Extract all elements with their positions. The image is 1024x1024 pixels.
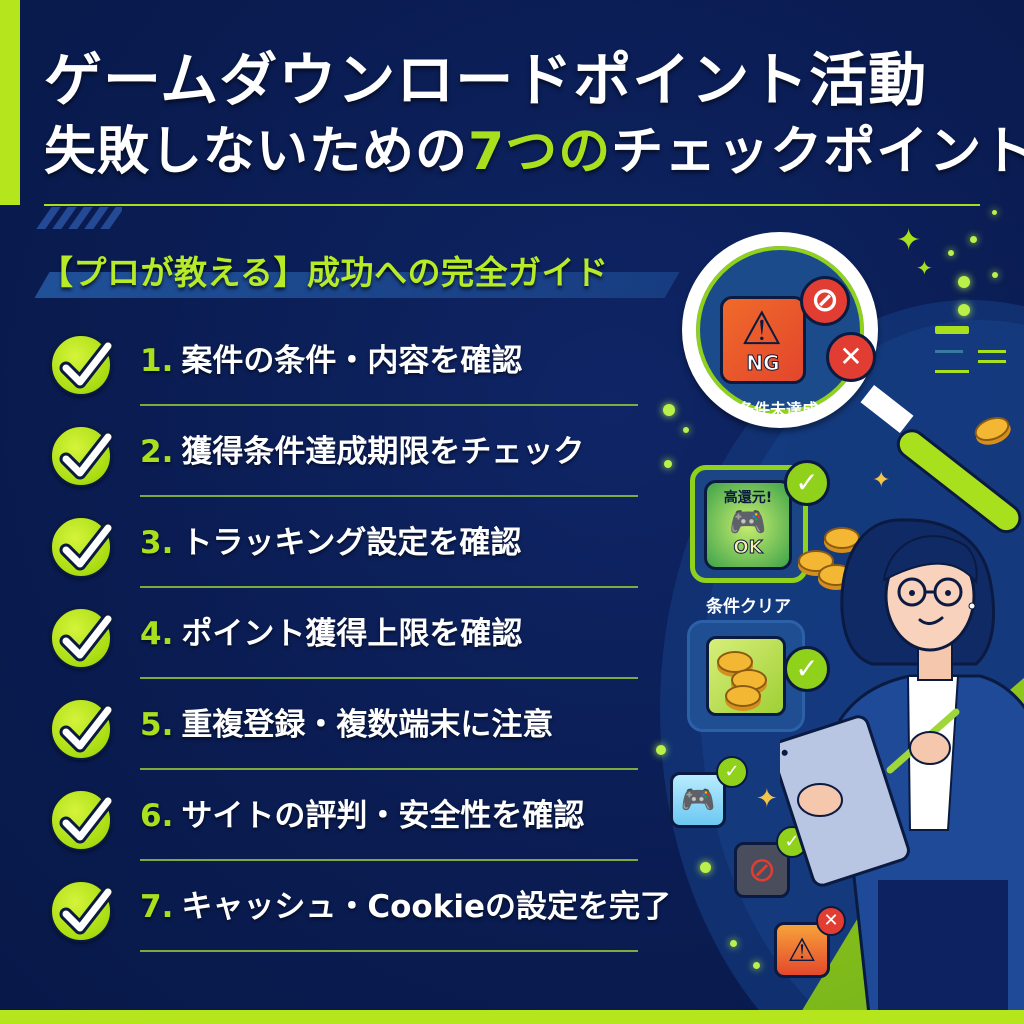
gamepad-app-icon: 🎮 xyxy=(670,772,726,828)
item-divider xyxy=(140,950,638,952)
item-number: 1. xyxy=(140,343,174,379)
item-label: ポイント獲得上限を確認 xyxy=(181,616,523,652)
checklist-item-4: 4.ポイント獲得上限を確認 xyxy=(48,601,648,692)
sparkle-icon: ✦ xyxy=(872,468,891,493)
checklist-item-5: 5.重複登録・複数端末に注意 xyxy=(48,692,648,783)
glow-dot xyxy=(992,272,998,278)
sparkle-icon: ✦ xyxy=(896,223,922,258)
item-divider xyxy=(140,495,638,497)
item-number: 3. xyxy=(140,525,174,561)
bottom-accent-bar xyxy=(0,1010,1024,1024)
title-highlight: 7つの xyxy=(468,122,612,182)
cross-icon: ✕ xyxy=(826,332,876,382)
item-divider xyxy=(140,404,638,406)
businesswoman-illustration xyxy=(780,518,1024,1024)
checklist-item-7: 7.キャッシュ・Cookieの設定を完了 xyxy=(48,874,671,965)
title-line-2: 失敗しないための7つのチェックポイント xyxy=(44,118,1024,186)
glow-dot xyxy=(753,962,760,969)
item-label: 重複登録・複数端末に注意 xyxy=(181,707,554,743)
left-accent-bar xyxy=(0,0,20,205)
prohibited-icon: ⊘ xyxy=(800,276,850,326)
warning-icon: ⚠ xyxy=(741,301,783,355)
glow-dot xyxy=(663,404,675,416)
warning-app-icon: ⚠ xyxy=(774,922,830,978)
page-title: ゲームダウンロードポイント活動 失敗しないための7つのチェックポイント xyxy=(44,46,1024,186)
item-number: 7. xyxy=(140,889,174,925)
glow-dot xyxy=(958,304,970,316)
item-label: キャッシュ・Cookieの設定を完了 xyxy=(181,889,671,925)
game-ok-card: 高還元! 🎮 OK xyxy=(704,480,792,570)
title-line-2-suffix: チェックポイント xyxy=(611,122,1024,182)
glow-dot xyxy=(948,250,954,256)
item-label: サイトの評判・安全性を確認 xyxy=(181,798,585,834)
item-divider xyxy=(140,586,638,588)
glow-dot xyxy=(664,460,672,468)
title-line-1: ゲームダウンロードポイント活動 xyxy=(44,46,928,114)
item-divider xyxy=(140,859,638,861)
check-circle-icon xyxy=(50,880,114,942)
check-badge-icon: ✓ xyxy=(784,460,830,506)
check-badge-icon: ✓ xyxy=(784,646,830,692)
game-card-top-label: 高還元! xyxy=(723,490,773,506)
item-number: 4. xyxy=(140,616,174,652)
decorative-stripes xyxy=(36,207,122,229)
check-circle-icon xyxy=(50,607,114,669)
decor-line xyxy=(935,326,969,334)
check-circle-icon xyxy=(50,789,114,851)
check-circle-icon xyxy=(50,698,114,760)
decor-line xyxy=(935,370,969,373)
glow-dot xyxy=(970,236,977,243)
checklist-item-2: 2.獲得条件達成期限をチェック xyxy=(48,419,648,510)
item-label: 獲得条件達成期限をチェック xyxy=(181,434,585,470)
title-line-2-prefix: 失敗しないための xyxy=(44,122,469,182)
sparkle-icon: ✦ xyxy=(756,784,778,814)
decor-line xyxy=(978,360,1006,363)
item-number: 2. xyxy=(140,434,174,470)
magnifier-caption: 条件未達成 xyxy=(738,400,819,419)
checklist: 1.案件の条件・内容を確認 2.獲得条件達成期限をチェック 3.トラッキング設定… xyxy=(48,328,671,965)
coin-icon xyxy=(824,527,860,549)
glow-dot xyxy=(656,745,666,755)
check-circle-icon xyxy=(50,516,114,578)
check-circle-icon xyxy=(50,334,114,396)
title-divider xyxy=(44,204,980,206)
check-badge-icon: ✓ xyxy=(716,756,748,788)
glow-dot xyxy=(730,940,737,947)
item-label: 案件の条件・内容を確認 xyxy=(181,343,523,379)
cross-badge-icon: ✕ xyxy=(816,906,846,936)
game-card-caption: 条件クリア xyxy=(706,597,791,617)
sparkle-icon: ✦ xyxy=(916,256,933,280)
decor-line xyxy=(935,350,963,353)
glow-dot xyxy=(992,210,997,215)
glow-dot xyxy=(958,276,970,288)
item-divider xyxy=(140,677,638,679)
item-number: 6. xyxy=(140,798,174,834)
checklist-item-1: 1.案件の条件・内容を確認 xyxy=(48,328,648,419)
subtitle: 【プロが教える】成功への完全ガイド xyxy=(40,253,609,292)
checklist-item-6: 6.サイトの評判・安全性を確認 xyxy=(48,783,648,874)
item-number: 5. xyxy=(140,707,174,743)
coin-icon xyxy=(725,685,761,707)
glow-dot xyxy=(700,862,711,873)
decor-line xyxy=(978,350,1006,353)
checklist-item-3: 3.トラッキング設定を確認 xyxy=(48,510,648,601)
item-label: トラッキング設定を確認 xyxy=(181,525,522,561)
item-divider xyxy=(140,768,638,770)
game-card-ok-label: OK xyxy=(733,537,763,558)
ng-warning-card: ⚠ NG xyxy=(720,296,806,384)
glow-dot xyxy=(683,427,689,433)
check-circle-icon xyxy=(50,425,114,487)
coins-card xyxy=(706,636,786,716)
gamepad-icon: 🎮 xyxy=(729,505,767,540)
ng-label: NG xyxy=(746,351,780,376)
